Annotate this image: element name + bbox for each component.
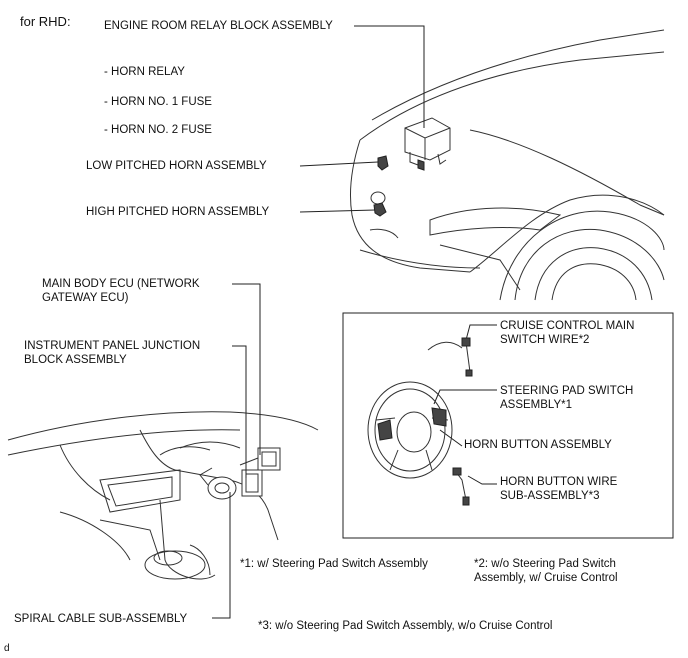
- steering-wheel-drawing: [367, 381, 453, 479]
- high-pitched-horn-label: HIGH PITCHED HORN ASSEMBLY: [86, 206, 270, 218]
- figure-code: d: [4, 643, 10, 654]
- horn-no1-fuse-label: - HORN NO. 1 FUSE: [104, 96, 212, 108]
- vehicle-front-drawing: [349, 29, 665, 301]
- footnote-1: *1: w/ Steering Pad Switch Assembly: [240, 558, 428, 570]
- horn-no2-fuse-label: - HORN NO. 2 FUSE: [104, 124, 212, 136]
- junction-block-drawing: [241, 469, 263, 497]
- spiral-cable-drawing: [207, 476, 237, 500]
- main-body-ecu-label: MAIN BODY ECU (NETWORK GATEWAY ECU): [42, 278, 200, 304]
- footnote-2: *2: w/o Steering Pad Switch Assembly, w/…: [474, 558, 618, 584]
- dashboard-drawing: [7, 411, 319, 580]
- footnote-3: *3: w/o Steering Pad Switch Assembly, w/…: [258, 620, 553, 632]
- low-pitched-horn-label: LOW PITCHED HORN ASSEMBLY: [86, 160, 267, 172]
- horn-relay-label: - HORN RELAY: [104, 66, 185, 78]
- leader-lines: [212, 25, 674, 619]
- steering-pad-switch-drawing: [377, 419, 393, 441]
- horn-button-wire-label: HORN BUTTON WIRE SUB-ASSEMBLY*3: [500, 476, 618, 502]
- steering-pad-switch-label: STEERING PAD SWITCH ASSEMBLY*1: [500, 385, 634, 411]
- region-label: for RHD:: [20, 14, 71, 29]
- low-horn-drawing: [377, 155, 389, 171]
- horn-button-drawing: [396, 411, 432, 453]
- main-body-ecu-drawing: [257, 447, 281, 471]
- cruise-control-wire-label: CRUISE CONTROL MAIN SWITCH WIRE*2: [500, 320, 635, 346]
- inset-box: [342, 312, 674, 539]
- instrument-panel-jb-label: INSTRUMENT PANEL JUNCTION BLOCK ASSEMBLY: [24, 340, 201, 366]
- high-horn-drawing: [373, 202, 387, 217]
- spiral-cable-label: SPIRAL CABLE SUB-ASSEMBLY: [14, 613, 188, 625]
- horn-button-wire-drawing: [452, 467, 470, 506]
- relay-block-drawing: [404, 117, 451, 171]
- cruise-control-wire-drawing: [427, 337, 473, 377]
- engine-room-relay-block-label: ENGINE ROOM RELAY BLOCK ASSEMBLY: [104, 20, 333, 32]
- horn-button-label: HORN BUTTON ASSEMBLY: [464, 439, 612, 451]
